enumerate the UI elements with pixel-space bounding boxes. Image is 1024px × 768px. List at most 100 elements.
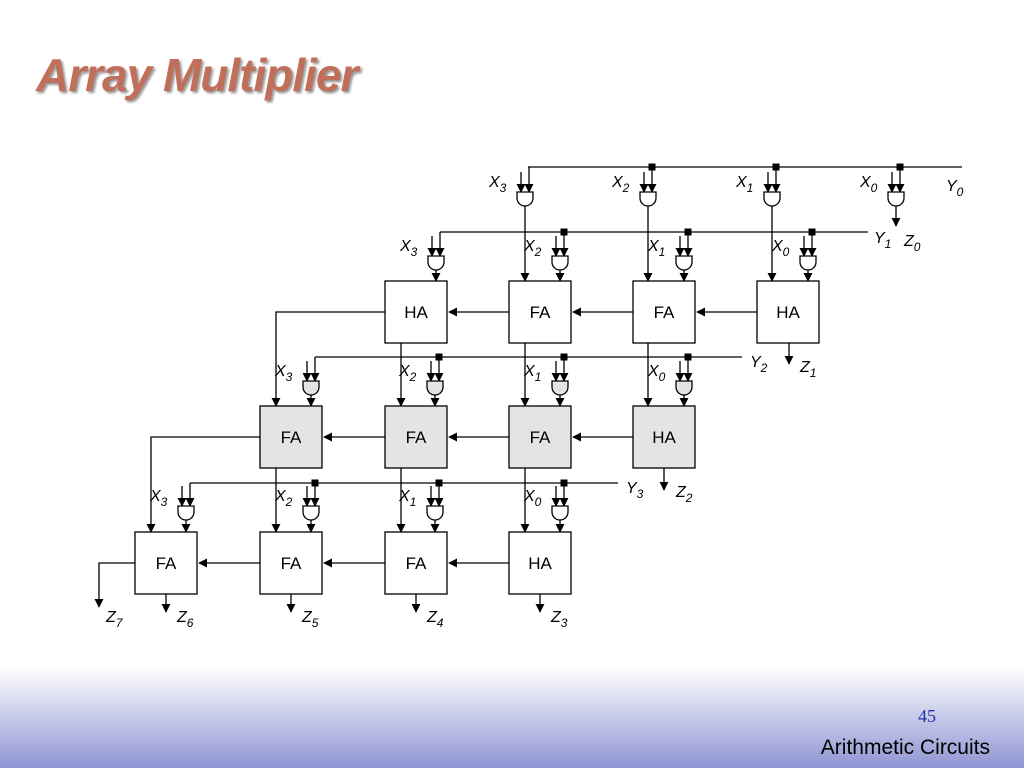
- label-row2-x1: X1: [523, 363, 541, 384]
- adder-cell-box-r1c3: [384, 280, 448, 344]
- and-gate-row1-x1: [675, 255, 693, 271]
- and-gate-row2-x3: [302, 380, 320, 396]
- adder-cell-r1c3: HA: [384, 280, 448, 344]
- adder-cell-box-r1c0: [756, 280, 820, 344]
- adder-cell-r2c2: FA: [384, 405, 448, 469]
- label-z0: Z0: [903, 233, 921, 254]
- label-z4: Z4: [426, 609, 444, 630]
- adder-cell-r3c0: HA: [508, 531, 572, 595]
- and-gate-row1-x0: [799, 255, 817, 271]
- and-gates-layer: [177, 191, 905, 521]
- junction-dot-row1-x1: [684, 228, 692, 236]
- label-y1: Y1: [874, 230, 891, 251]
- footer-gradient-band: [0, 668, 1024, 768]
- label-z6: Z6: [176, 609, 194, 630]
- page-number: 45: [918, 706, 936, 726]
- adder-cell-box-r2c2: [384, 405, 448, 469]
- and-gate-row3-x1: [426, 505, 444, 521]
- junction-dot-row3-x0: [560, 479, 568, 487]
- label-row1-x3: X3: [399, 238, 418, 259]
- adder-cells-layer: HA FA FA HA FA FA FA HA FA FA FA HA: [134, 280, 820, 595]
- adder-cell-r1c0: HA: [756, 280, 820, 344]
- adder-cell-label-r3c2: FA: [281, 554, 302, 573]
- and-gate-row0-x1: [763, 191, 781, 207]
- adder-cell-box-r3c3: [134, 531, 198, 595]
- adder-cell-box-r3c2: [259, 531, 323, 595]
- label-y0: Y0: [946, 178, 964, 199]
- label-row3-x3: X3: [149, 488, 168, 509]
- label-row0-x0: X0: [859, 174, 878, 195]
- adder-cell-label-r2c2: FA: [406, 428, 427, 447]
- adder-cell-box-r2c1: [508, 405, 572, 469]
- label-row1-x1: X1: [647, 238, 665, 259]
- adder-cell-label-r3c1: FA: [406, 554, 427, 573]
- label-z7: Z7: [105, 609, 124, 630]
- adder-cell-r3c2: FA: [259, 531, 323, 595]
- carry-r1c3-to-r2c3: [271, 311, 385, 407]
- and-gate-row2-x2: [426, 380, 444, 396]
- adder-cell-label-r1c3: HA: [404, 303, 428, 322]
- adder-cell-box-r2c0: [632, 405, 696, 469]
- slide-title: Array Multiplier: [36, 49, 358, 101]
- adder-cell-label-r2c3: FA: [281, 428, 302, 447]
- adder-cell-box-r1c1: [632, 280, 696, 344]
- junction-dot-row2-x0: [684, 353, 692, 361]
- label-row0-x2: X2: [611, 174, 630, 195]
- and-gate-row3-x3: [177, 505, 195, 521]
- carry-r2c3-to-r3c3: [146, 436, 260, 533]
- adder-cell-label-r1c0: HA: [776, 303, 800, 322]
- adder-cell-box-r3c0: [508, 531, 572, 595]
- adder-cell-r1c2: FA: [508, 280, 572, 344]
- adder-cell-label-r2c1: FA: [530, 428, 551, 447]
- label-row2-x0: X0: [647, 363, 666, 384]
- adder-cell-box-r2c3: [259, 405, 323, 469]
- adder-cell-label-r1c1: FA: [654, 303, 675, 322]
- label-row3-x0: X0: [523, 488, 542, 509]
- and-gate-row1-x2: [551, 255, 569, 271]
- label-y3: Y3: [626, 480, 644, 501]
- and-gate-row0-x2: [639, 191, 657, 207]
- junction-dot-row2-x2: [435, 353, 443, 361]
- carry-r3c3-to-z7: [94, 562, 135, 608]
- junction-dot-row0-x1: [772, 163, 780, 171]
- junction-dot-row0-x0: [896, 163, 904, 171]
- adder-cell-label-r3c0: HA: [528, 554, 552, 573]
- label-z2: Z2: [675, 484, 693, 505]
- junction-dot-row3-x2: [311, 479, 319, 487]
- adder-cell-r3c1: FA: [384, 531, 448, 595]
- label-row1-x2: X2: [523, 238, 542, 259]
- and-gate-row2-x1: [551, 380, 569, 396]
- adder-cell-r1c1: FA: [632, 280, 696, 344]
- label-row2-x2: X2: [398, 363, 417, 384]
- and-gate-row3-x2: [302, 505, 320, 521]
- junction-dot-row3-x1: [435, 479, 443, 487]
- and-gate-row0-x3: [516, 191, 534, 207]
- label-row0-x3: X3: [488, 174, 507, 195]
- label-row1-x0: X0: [771, 238, 790, 259]
- label-z3: Z3: [550, 609, 568, 630]
- label-z5: Z5: [301, 609, 319, 630]
- adder-cell-label-r1c2: FA: [530, 303, 551, 322]
- adder-cell-r2c0: HA: [632, 405, 696, 469]
- junction-dot-row2-x1: [560, 353, 568, 361]
- label-row2-x3: X3: [274, 363, 293, 384]
- and-gate-row2-x0: [675, 380, 693, 396]
- label-z1: Z1: [799, 359, 816, 380]
- adder-cell-box-r3c1: [384, 531, 448, 595]
- label-row0-x1: X1: [735, 174, 753, 195]
- footer-label: Arithmetic Circuits: [820, 736, 990, 759]
- label-row3-x1: X1: [398, 488, 416, 509]
- adder-cell-r3c3: FA: [134, 531, 198, 595]
- junction-dot-row0-x2: [648, 163, 656, 171]
- adder-cell-label-r2c0: HA: [652, 428, 676, 447]
- junction-dot-row1-x0: [808, 228, 816, 236]
- adder-cell-box-r1c2: [508, 280, 572, 344]
- adder-cell-r2c3: FA: [259, 405, 323, 469]
- and-gate-row1-x3: [427, 255, 445, 271]
- junction-dot-row1-x2: [560, 228, 568, 236]
- adder-cell-label-r3c3: FA: [156, 554, 177, 573]
- label-row3-x2: X2: [274, 488, 293, 509]
- label-y2: Y2: [750, 354, 768, 375]
